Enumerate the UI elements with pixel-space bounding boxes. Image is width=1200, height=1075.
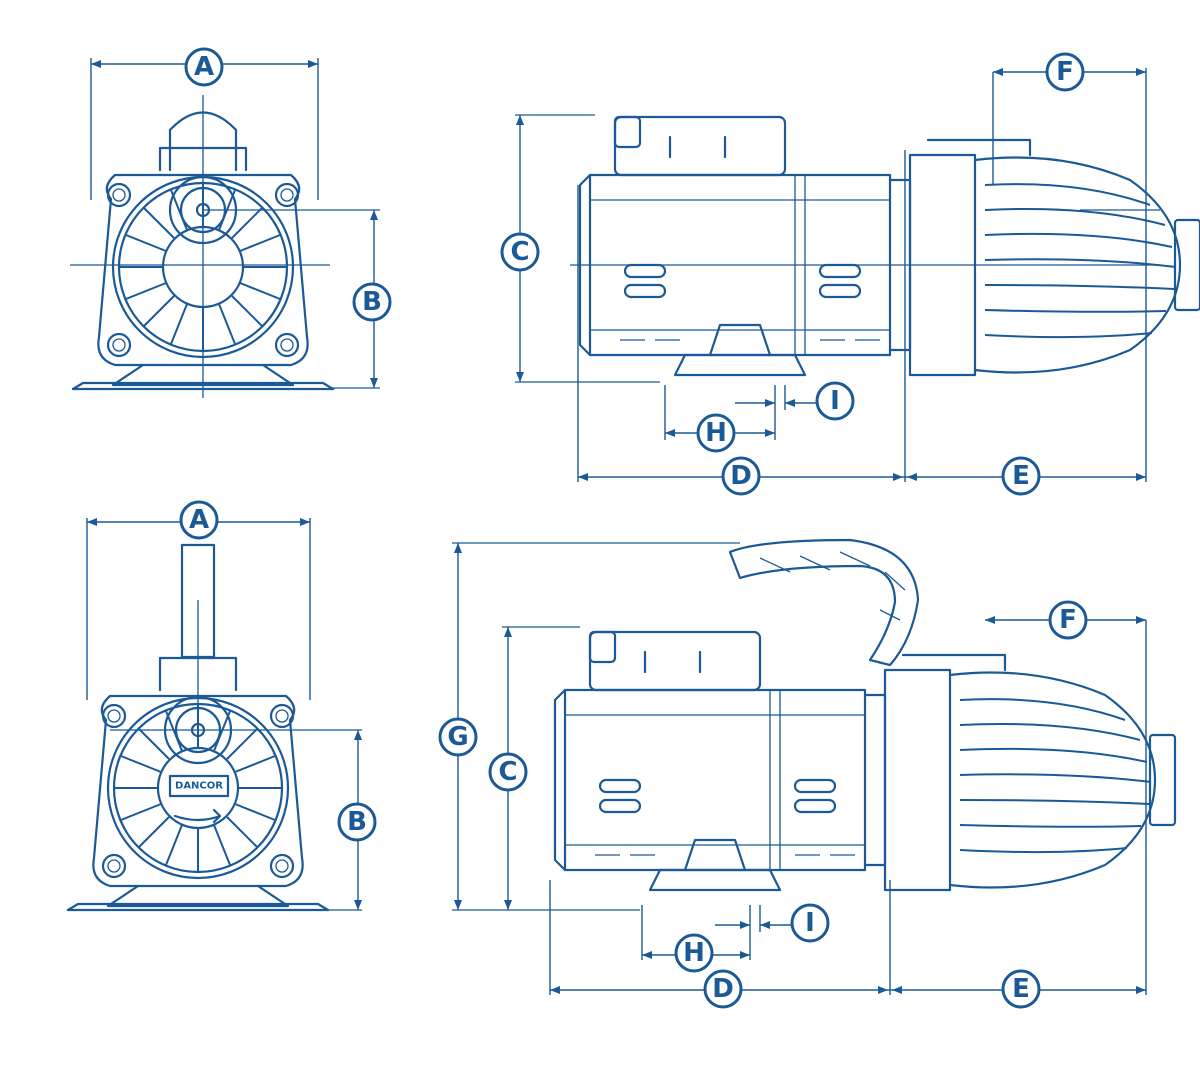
label-b-bottom: B (337, 802, 377, 842)
label-f-top: F (1045, 52, 1085, 92)
svg-text:D: D (730, 461, 752, 491)
svg-text:B: B (347, 807, 367, 837)
dancor-logo: DANCOR (175, 781, 223, 792)
svg-text:H: H (705, 418, 727, 448)
label-d-top: D (721, 456, 761, 496)
svg-text:I: I (805, 908, 815, 938)
svg-text:I: I (830, 386, 840, 416)
svg-text:G: G (447, 722, 468, 752)
label-h-top: H (696, 413, 736, 453)
label-a-bottom: A (179, 500, 219, 540)
front-view-top: A B (70, 47, 392, 398)
svg-text:A: A (194, 52, 214, 82)
svg-text:E: E (1012, 461, 1030, 491)
label-c-bottom: C (488, 752, 528, 792)
svg-text:C: C (510, 237, 529, 267)
label-a-top: A (184, 47, 224, 87)
svg-text:H: H (683, 938, 705, 968)
side-view-top: C D E F H I (500, 52, 1200, 496)
label-g-bottom: G (438, 717, 478, 757)
svg-text:A: A (189, 505, 209, 535)
svg-text:E: E (1012, 974, 1030, 1004)
label-c-top: C (500, 232, 540, 272)
label-i-top: I (815, 381, 855, 421)
label-e-bottom: E (1001, 969, 1041, 1009)
label-d-bottom: D (703, 969, 743, 1009)
front-view-bottom: DANCOR A B (66, 500, 377, 912)
svg-text:C: C (498, 757, 517, 787)
svg-text:F: F (1056, 57, 1074, 87)
svg-text:F: F (1059, 605, 1077, 635)
label-e-top: E (1001, 456, 1041, 496)
side-view-bottom: G C D E F H I (438, 538, 1177, 1009)
svg-text:B: B (362, 287, 382, 317)
svg-text:D: D (712, 974, 734, 1004)
label-h-bottom: H (674, 933, 714, 973)
label-f-bottom: F (1048, 600, 1088, 640)
label-i-bottom: I (790, 903, 830, 943)
label-b-top: B (352, 282, 392, 322)
